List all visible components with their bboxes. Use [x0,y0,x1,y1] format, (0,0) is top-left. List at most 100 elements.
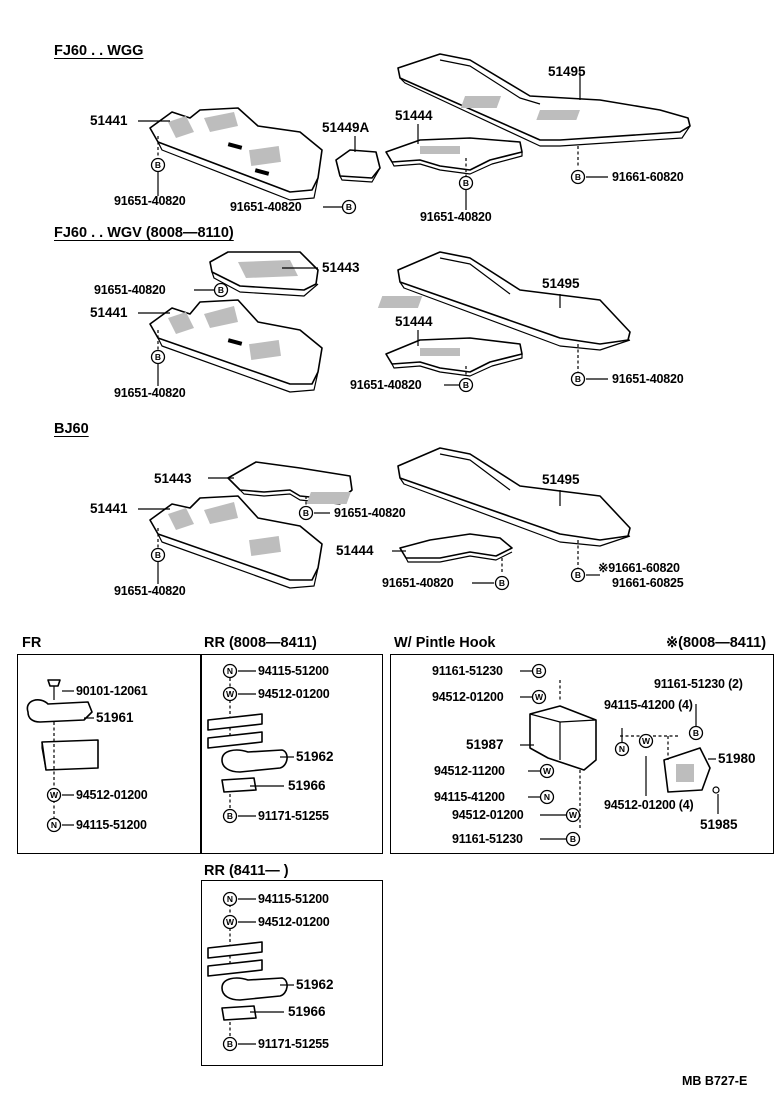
svg-text:B: B [346,202,352,212]
svg-text:B: B [218,285,224,295]
part-number: 90101-12061 [76,684,148,698]
b-badge-icon: B [688,725,704,741]
fr-box-title: FR [22,635,42,651]
svg-text:N: N [619,744,625,754]
part-label: 51495 [542,472,580,487]
b-badge-icon: B [570,371,586,387]
svg-text:B: B [155,352,161,362]
part-number: 91651-40820 [382,576,454,590]
w-badge-icon: W [531,689,547,705]
part-number: 94512-01200 [452,808,524,822]
part-label: 51495 [548,64,586,79]
section-title-fj60-wgg: FJ60 . . WGG [54,43,144,59]
fr-box [17,654,201,854]
part-number: 94115-51200 [258,664,329,678]
badge-icons: B B B B B B B B B B B B W N N W B B W B … [46,157,704,1052]
b-badge-icon: B [570,169,586,185]
part-number: ※91661-60820 [598,561,680,575]
svg-text:B: B [570,834,576,844]
b-badge-icon: B [565,831,581,847]
w-badge-icon: W [46,787,62,803]
plate-51443 [209,251,319,297]
n-badge-icon: N [614,741,630,757]
bracket-51444 [399,533,513,563]
rr-8008-8411-box [201,654,383,854]
skid-plate-51441 [149,299,323,393]
svg-text:B: B [155,550,161,560]
part-number: 91651-40820 [350,378,422,392]
section-title-fj60-wgv: FJ60 . . WGV (8008—8110) [54,225,234,241]
part-number: 91171-51255 [258,809,329,823]
part-label: 51961 [96,710,134,725]
part-number: 91651-40820 [334,506,406,520]
pintle-hook-art [529,680,720,830]
b-badge-icon: B [341,199,357,215]
crossmember-plate-51495 [397,53,691,147]
svg-text:B: B [693,728,699,738]
plate-51449a [335,149,381,183]
b-badge-icon: B [458,175,474,191]
skid-plate-51441 [149,495,323,589]
part-label: 51443 [154,471,192,486]
svg-text:B: B [536,666,542,676]
part-number: 91651-40820 [420,210,492,224]
part-label: 51495 [542,276,580,291]
b-badge-icon: B [570,567,586,583]
svg-text:B: B [575,570,581,580]
part-number: 94512-11200 [434,764,505,778]
svg-text:B: B [227,1039,233,1049]
part-label: 51980 [718,751,756,766]
svg-text:W: W [543,766,552,776]
svg-text:B: B [575,374,581,384]
b-badge-icon: B [298,505,314,521]
part-label: 51441 [90,305,128,320]
svg-text:W: W [569,810,578,820]
svg-text:N: N [227,894,233,904]
part-label: 51444 [395,108,433,123]
b-badge-icon: B [150,349,166,365]
svg-text:B: B [575,172,581,182]
part-number: 91171-51255 [258,1037,329,1051]
part-label: 51962 [296,749,334,764]
part-label: 51987 [466,737,504,752]
crossmember-plate-51495 [377,251,631,351]
leader-lines [62,72,719,1045]
part-label: 51443 [322,260,360,275]
part-number: 91161-51230 (2) [654,677,743,691]
skid-plate-51441 [149,107,323,201]
svg-text:W: W [226,917,235,927]
part-label: 51444 [395,314,433,329]
part-number: 94512-01200 [432,690,504,704]
rr2-box-title: RR (8411— ) [204,863,289,879]
part-number: 91161-51230 [432,664,503,678]
n-badge-icon: N [46,817,62,833]
n-badge-icon: N [222,663,238,679]
svg-text:W: W [50,790,59,800]
svg-text:B: B [499,578,505,588]
part-number: 94115-51200 [76,818,147,832]
rr2-hook-art [207,904,288,1036]
part-number: 94115-41200 [434,790,505,804]
part-number: 94512-01200 [258,915,330,929]
b-badge-icon: B [222,808,238,824]
part-number: 91661-60820 [612,170,684,184]
b-badge-icon: B [150,157,166,173]
b-badge-icon: B [458,377,474,393]
part-number: 94115-51200 [258,892,329,906]
part-label: 51966 [288,1004,326,1019]
w-badge-icon: W [539,763,555,779]
part-label: 51441 [90,113,128,128]
rr-8411-box [201,880,383,1066]
w-badge-icon: W [638,733,654,749]
w-badge-icon: W [565,807,581,823]
w-badge-icon: W [222,914,238,930]
pintle-hook-box [390,654,774,854]
n-badge-icon: N [222,891,238,907]
part-label: 51985 [700,817,738,832]
svg-text:W: W [226,689,235,699]
part-number: 91651-40820 [114,386,186,400]
w-badge-icon: W [222,686,238,702]
part-label: 51441 [90,501,128,516]
svg-text:B: B [155,160,161,170]
